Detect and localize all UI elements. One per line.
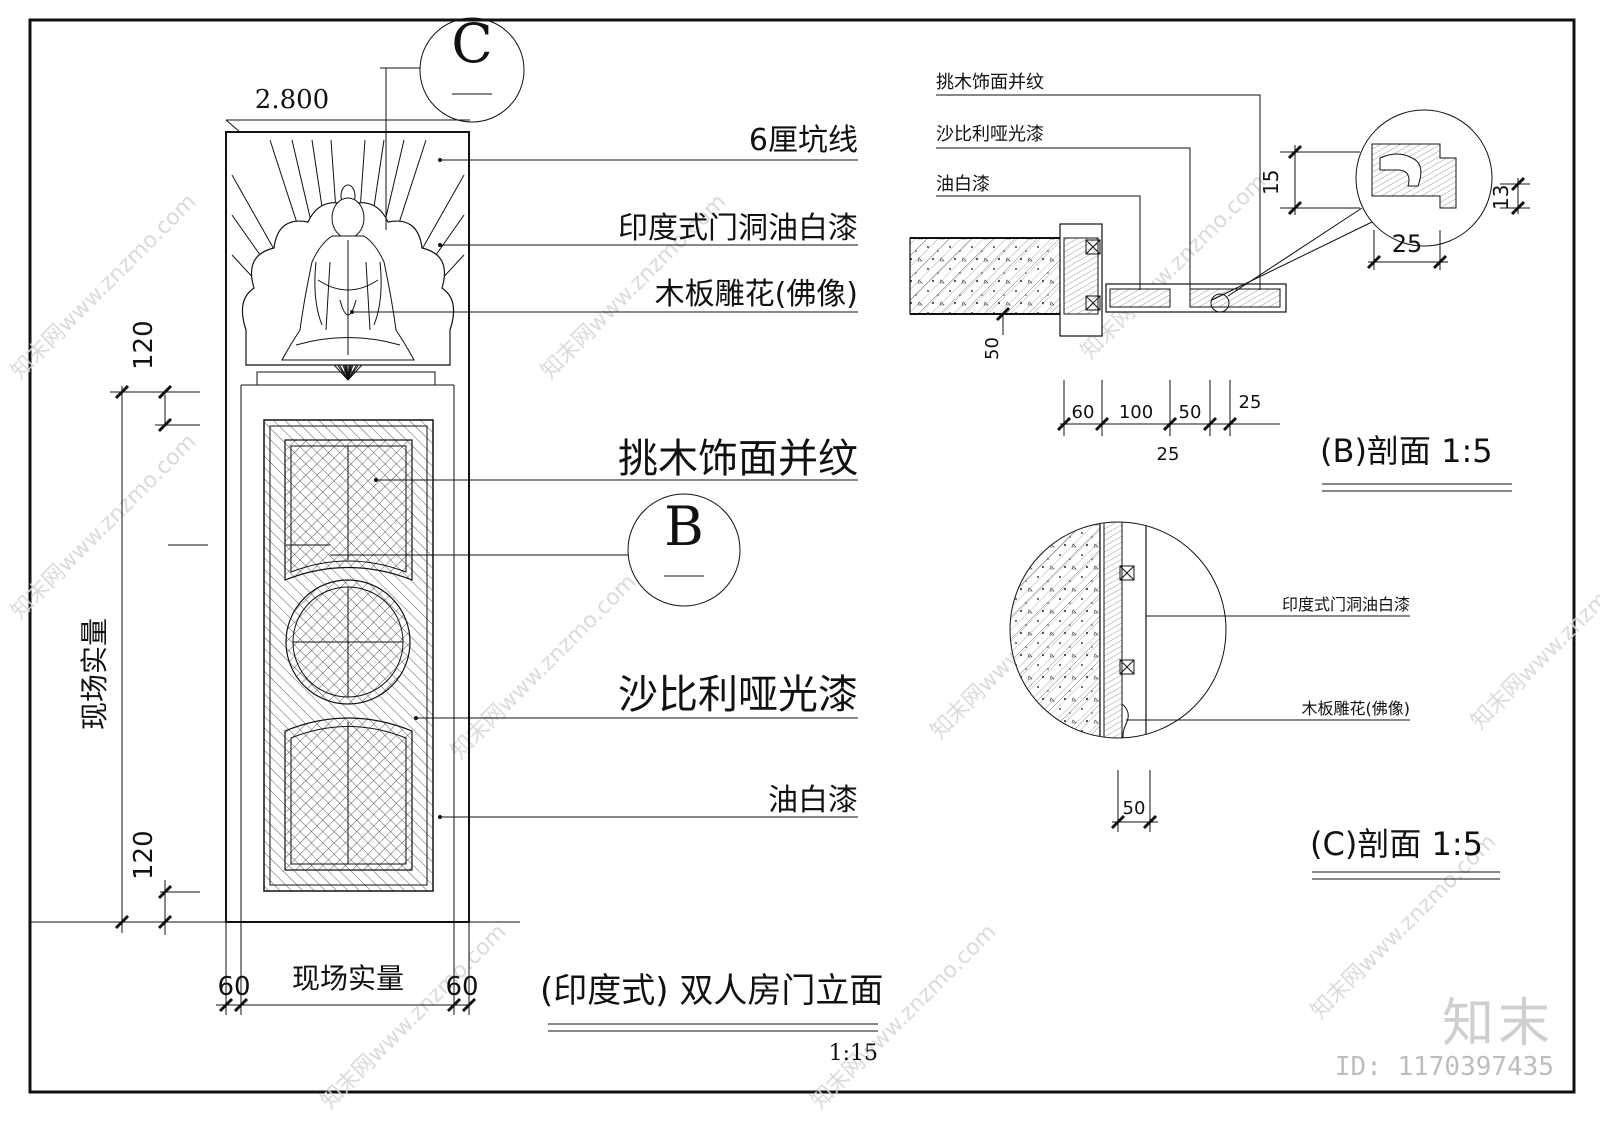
b-detail-dim-13: 13 xyxy=(1489,185,1513,210)
bottom-dimension-chain xyxy=(216,922,477,1015)
section-b-title: (B)剖面 1:5 xyxy=(1320,432,1493,470)
elevation-title: (印度式) 双人房门立面 xyxy=(540,971,883,1011)
top-dimension-label: 2.800 xyxy=(255,85,329,115)
callout-veneer: 挑木饰面并纹 xyxy=(618,436,858,482)
b-dim-50: 50 xyxy=(1179,402,1202,423)
b-dim-25a: 25 xyxy=(1157,444,1180,465)
c-callout-buddha-carving: 木板雕花(佛像) xyxy=(1302,699,1411,718)
b-callout-veneer: 挑木饰面并纹 xyxy=(936,72,1044,93)
callout-arch-paint: 印度式门洞油白漆 xyxy=(618,211,858,246)
elevation-leaders xyxy=(352,159,858,818)
b-dim-25b: 25 xyxy=(1239,392,1262,413)
c-magnified-bubble xyxy=(1009,521,1227,739)
left-dimension-chain xyxy=(110,384,200,935)
b-dim-100: 100 xyxy=(1119,402,1153,423)
callout-sapele-matte: 沙比利哑光漆 xyxy=(618,672,858,718)
b-detail-dim-15: 15 xyxy=(1259,170,1283,195)
door-frame-outer xyxy=(225,131,470,923)
callout-groove-line: 6厘坑线 xyxy=(749,123,858,158)
b-detail-dim-25: 25 xyxy=(1392,230,1423,258)
buddha-carving xyxy=(281,184,415,361)
b-left-dim: 50 xyxy=(982,337,1003,360)
watermark-badge: 知末 ID: 1170397435 xyxy=(1335,996,1554,1082)
svg-text:知末网www.znzmo.com: 知末网www.znzmo.com xyxy=(447,569,642,764)
section-c-detail: 印度式门洞油白漆 木板雕花(佛像) 50 (C)剖面 1:5 xyxy=(1009,521,1500,880)
section-b-letter: B xyxy=(664,495,704,558)
dim-bottom-right: 60 xyxy=(445,972,478,1002)
svg-text:知末网www.znzmo.com: 知末网www.znzmo.com xyxy=(7,429,202,624)
sheet-frame xyxy=(28,18,1576,1094)
watermark-logo: 知末 xyxy=(1441,994,1554,1054)
dim-bottom-left: 60 xyxy=(217,972,250,1002)
dim-left-top: 120 xyxy=(129,320,159,370)
svg-text:知末网www.znzmo.com: 知末网www.znzmo.com xyxy=(317,919,512,1114)
svg-text:知末网www.znzmo.com: 知末网www.znzmo.com xyxy=(1467,539,1600,734)
svg-text:知末网www.znzmo.com: 知末网www.znzmo.com xyxy=(1077,169,1272,364)
c-callout-arch-paint: 印度式门洞油白漆 xyxy=(1282,595,1410,614)
watermark-id: ID: 1170397435 xyxy=(1334,1052,1554,1082)
callout-white-oil-paint: 油白漆 xyxy=(768,783,858,818)
svg-text:知末网www.znzmo.com: 知末网www.znzmo.com xyxy=(807,919,1002,1114)
section-c-title: (C)剖面 1:5 xyxy=(1310,825,1483,863)
b-callout-sapele: 沙比利哑光漆 xyxy=(936,124,1044,145)
svg-text:知末网www.znzmo.com: 知末网www.znzmo.com xyxy=(7,189,202,384)
dim-left-bottom: 120 xyxy=(129,830,159,880)
c-dim-50: 50 xyxy=(1123,798,1146,819)
section-c-marker xyxy=(419,17,525,123)
callout-buddha-carving: 木板雕花(佛像) xyxy=(655,277,858,312)
b-dim-chain xyxy=(1056,380,1280,436)
section-b-marker xyxy=(627,493,741,607)
b-dim-60: 60 xyxy=(1072,402,1095,423)
dim-height-site-measure: 现场实量 xyxy=(78,618,111,730)
section-b-detail: 挑木饰面并纹 沙比利哑光漆 油白漆 50 60 100 50 25 25 xyxy=(909,72,1530,492)
section-c-letter: C xyxy=(451,12,492,75)
dim-width-site-measure: 现场实量 xyxy=(292,962,404,995)
b-callout-white-paint: 油白漆 xyxy=(936,174,990,195)
b-magnified-bubble xyxy=(1355,109,1493,247)
door-elevation: 2.800 C B 6厘坑线 印度式门洞油白漆 木板雕花(佛像) xyxy=(30,12,883,1066)
elevation-scale: 1:15 xyxy=(829,1041,878,1066)
